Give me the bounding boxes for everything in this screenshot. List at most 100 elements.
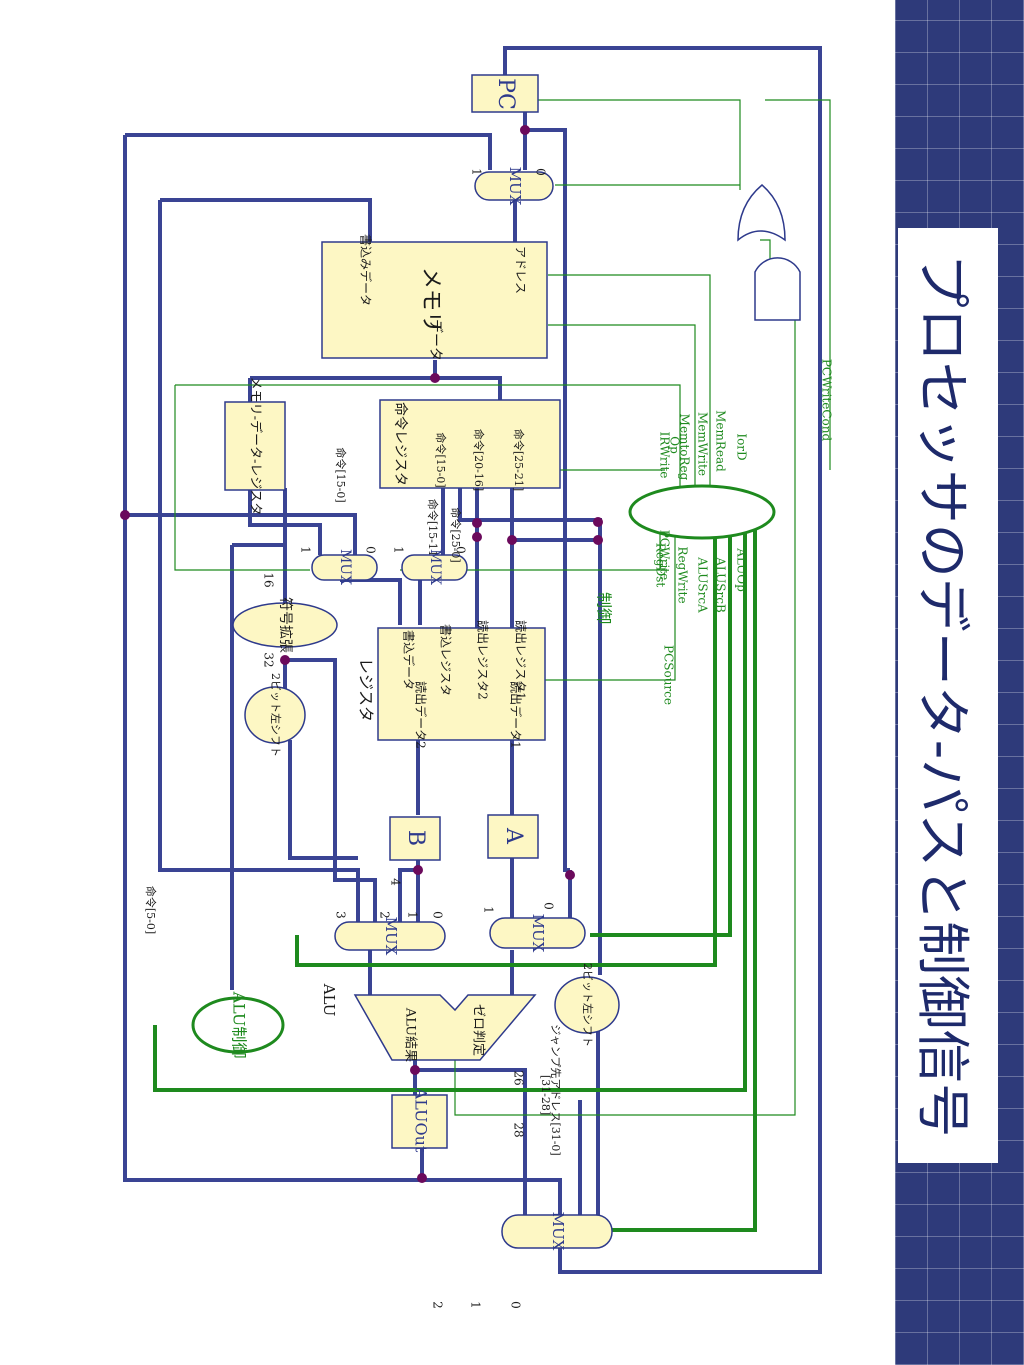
svg-text:3: 3 xyxy=(334,911,348,919)
svg-text:1: 1 xyxy=(469,1301,483,1309)
svg-text:ALUOut: ALUOut xyxy=(412,1087,431,1153)
svg-text:IorD: IorD xyxy=(735,433,749,460)
svg-text:2: 2 xyxy=(431,1301,445,1309)
registers-label: レジスタ xyxy=(357,658,376,722)
svg-text:PCSource: PCSource xyxy=(662,645,676,705)
or-gate xyxy=(737,184,786,242)
svg-text:MemRead: MemRead xyxy=(714,410,728,472)
svg-text:ALUOp: ALUOp xyxy=(735,547,749,592)
svg-text:書込データ: 書込データ xyxy=(402,630,417,690)
svg-text:MUX: MUX xyxy=(549,1212,567,1251)
field-15-0-label: 命令[15-0] xyxy=(334,447,348,502)
svg-text:0: 0 xyxy=(431,911,445,919)
control-unit: 制御 xyxy=(595,484,776,624)
mux-alu-src-a: MUX xyxy=(489,914,586,953)
alu: ゼロ判定 ALU結果 xyxy=(353,994,537,1062)
svg-text:B: B xyxy=(403,830,428,846)
svg-text:0: 0 xyxy=(454,546,468,554)
junction-dots xyxy=(120,125,603,1183)
field-5-0-label: 命令[5-0] xyxy=(144,886,158,934)
svg-text:IRWrite: IRWrite xyxy=(658,432,672,479)
pc-register: PC xyxy=(471,74,539,113)
svg-text:MemtoReg: MemtoReg xyxy=(678,414,692,481)
svg-text:書込みデータ: 書込みデータ xyxy=(359,234,374,306)
data-buses xyxy=(123,46,822,1274)
shift-left-2-b: 2ビット左シフト xyxy=(554,963,620,1047)
svg-text:制御: 制御 xyxy=(595,592,614,624)
svg-text:2: 2 xyxy=(378,911,392,919)
svg-text:0: 0 xyxy=(509,1301,523,1309)
control-wires xyxy=(153,99,831,1232)
svg-text:PC: PC xyxy=(493,78,518,110)
svg-text:読出レジスタ1: 読出レジスタ1 xyxy=(514,620,529,700)
svg-text:ALU結果: ALU結果 xyxy=(403,1007,418,1062)
svg-text:32: 32 xyxy=(262,652,276,667)
svg-text:命令レジスタ: 命令レジスタ xyxy=(392,402,409,486)
shift-left-2-a: 2ビット左シフト xyxy=(244,673,306,757)
mux-alu-src-b: MUX xyxy=(334,917,446,956)
alu-control: ALU制御 xyxy=(191,991,285,1059)
svg-text:アドレス: アドレス xyxy=(514,246,528,294)
svg-text:1: 1 xyxy=(470,168,484,176)
svg-text:Op: Op xyxy=(668,436,682,454)
svg-text:書込レジスタ: 書込レジスタ xyxy=(439,624,453,696)
mux-pc-source: MUX xyxy=(474,167,554,206)
mux-input-numbers: 0 1 0 1 0 1 16 32 0 1 0 1 2 3 4 26 28 0 … xyxy=(262,168,556,1309)
and-gate xyxy=(754,257,801,321)
datapath-diagram: PC MUX メモリ アドレス データ 書込みデータ メモリ-データ-レジスタ … xyxy=(120,46,834,1309)
field-25-0-label: 命令[25-0] xyxy=(449,507,463,562)
memory-data-register: メモリ-データ-レジスタ xyxy=(224,377,286,516)
svg-text:0: 0 xyxy=(542,902,556,910)
svg-text:MUX: MUX xyxy=(337,549,353,585)
svg-text:MemWrite: MemWrite xyxy=(696,412,710,476)
svg-text:0: 0 xyxy=(534,168,548,176)
svg-text:データ: データ xyxy=(427,319,444,361)
register-a: A xyxy=(487,814,539,859)
title-box: プロセッサのデータ-パスと制御信号 xyxy=(898,228,998,1163)
svg-text:命令[25-21]: 命令[25-21] xyxy=(512,429,526,491)
control-signal-labels: PCWriteCond IorD MemRead MemWrite MemtoR… xyxy=(654,359,834,705)
field-31-28-label: [31-28] xyxy=(539,1075,552,1115)
svg-text:読出データ1: 読出データ1 xyxy=(509,681,524,749)
svg-text:2ビット左シフト: 2ビット左シフト xyxy=(581,963,594,1047)
svg-text:4: 4 xyxy=(389,878,403,886)
svg-text:1: 1 xyxy=(482,906,496,914)
svg-text:16: 16 xyxy=(262,572,276,587)
svg-text:命令[20-16]: 命令[20-16] xyxy=(472,429,486,491)
svg-text:符号拡張: 符号拡張 xyxy=(277,597,293,653)
jump-address-label: ジャンプ先アドレス[31-0] xyxy=(549,1024,562,1155)
svg-text:1: 1 xyxy=(406,911,420,919)
field-15-11-label: 命令[15-11] xyxy=(426,499,440,561)
svg-text:MUX: MUX xyxy=(529,914,547,953)
svg-text:MUX: MUX xyxy=(382,917,400,956)
svg-text:ALUSrcA: ALUSrcA xyxy=(696,556,710,613)
svg-text:MUX: MUX xyxy=(427,549,443,585)
svg-text:MUX: MUX xyxy=(506,167,524,206)
svg-text:RegWrite: RegWrite xyxy=(676,546,690,603)
svg-text:PCWrite: PCWrite xyxy=(658,530,672,581)
mux-reg-dst: MUX xyxy=(401,549,468,585)
svg-text:1: 1 xyxy=(392,546,406,554)
svg-text:28: 28 xyxy=(512,1122,526,1137)
svg-text:読出レジスタ2: 読出レジスタ2 xyxy=(476,620,491,700)
svg-text:メモリ: メモリ xyxy=(418,267,443,333)
svg-text:ゼロ判定: ゼロ判定 xyxy=(471,1004,486,1056)
svg-text:命令[15-0]: 命令[15-0] xyxy=(434,432,448,487)
svg-text:メモリ-データ-レジスタ: メモリ-データ-レジスタ xyxy=(248,377,264,516)
register-file: 読出レジスタ1 読出レジスタ2 書込レジスタ 書込データ 読出データ1 読出デー… xyxy=(377,620,546,749)
slide-title: プロセッサのデータ-パスと制御信号 xyxy=(911,253,975,1138)
alu-label: ALU xyxy=(320,983,338,1017)
register-b: B xyxy=(389,816,441,861)
mux-mem-to-reg: MUX xyxy=(311,549,378,585)
instruction-register: 命令レジスタ 命令[25-21] 命令[20-16] 命令[15-0] xyxy=(379,399,561,491)
svg-text:1: 1 xyxy=(299,546,313,554)
svg-text:0: 0 xyxy=(364,546,378,554)
svg-text:A: A xyxy=(501,827,526,845)
svg-text:PCWriteCond: PCWriteCond xyxy=(820,359,834,442)
sign-extend: 符号拡張 xyxy=(232,597,338,653)
svg-text:2ビット左シフト: 2ビット左シフト xyxy=(269,673,282,757)
memory-block: メモリ アドレス データ 書込みデータ xyxy=(321,234,548,361)
alu-out-register: ALUOut xyxy=(391,1087,448,1153)
svg-text:ALU制御: ALU制御 xyxy=(230,991,249,1059)
svg-text:26: 26 xyxy=(512,1070,526,1085)
